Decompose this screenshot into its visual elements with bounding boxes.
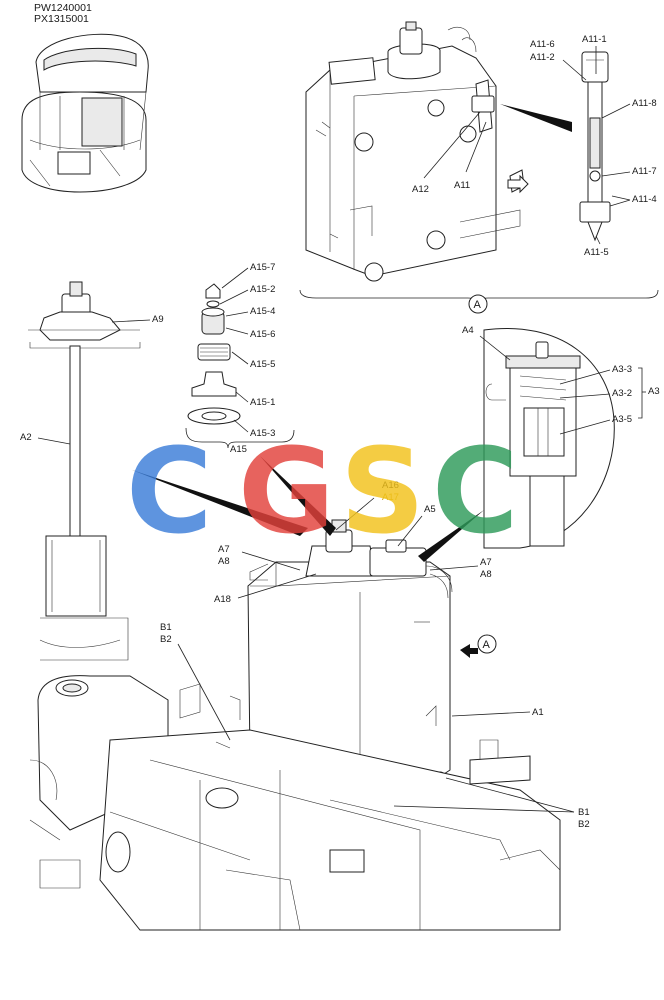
watermark-letter-c2: C — [432, 422, 519, 560]
label-B2-top: B2 — [160, 634, 172, 645]
sight-gauge-assembly: A11-6 A11-2 A11-1 A11-8 A11-7 A11-4 A11-… — [530, 34, 657, 258]
label-A16: A16 — [382, 480, 399, 491]
detail-circle-A3: A4 A3-3 A3-2 A3-5 A3 — [462, 325, 660, 549]
label-A3-3: A3-3 — [612, 364, 632, 375]
label-A15-1: A15-1 — [250, 397, 275, 408]
label-A15: A15 — [230, 444, 247, 455]
label-A15-6: A15-6 — [250, 329, 275, 340]
filler-cap-assembly: A15-7 A15-2 A15-4 A15-6 A15-5 A15-1 A15-… — [185, 262, 295, 455]
label-B1-bottom: B1 — [578, 807, 590, 818]
watermark-logo: C G S C — [126, 422, 519, 560]
label-A15-2: A15-2 — [250, 284, 275, 295]
label-A11-4: A11-4 — [632, 194, 657, 205]
label-A11-1: A11-1 — [582, 34, 607, 45]
label-A1: A1 — [532, 707, 544, 718]
detail-marker-A: A — [474, 299, 482, 311]
label-A3-5: A3-5 — [612, 414, 632, 425]
label-A15-3: A15-3 — [250, 428, 275, 439]
label-B2-bottom: B2 — [578, 819, 590, 830]
watermark-letter-s: S — [340, 422, 425, 560]
pointer-wedge-1 — [132, 470, 308, 536]
label-A9: A9 — [152, 314, 164, 325]
pointer-wedge-2 — [260, 456, 336, 536]
frame-chassis: B1 B2 B1 B2 — [29, 622, 590, 931]
label-A11-2: A11-2 — [530, 52, 555, 63]
label-A15-4: A15-4 — [250, 306, 275, 317]
label-A15-5: A15-5 — [250, 359, 275, 370]
label-A3: A3 — [648, 386, 660, 397]
label-A15-7: A15-7 — [250, 262, 275, 273]
drawing-code-1: PW1240001 — [34, 2, 92, 14]
pointer-wedge-3 — [418, 510, 484, 562]
label-A4: A4 — [462, 325, 474, 336]
label-A11-8: A11-8 — [632, 98, 657, 109]
label-A5: A5 — [424, 504, 436, 515]
label-A7-left: A7 — [218, 544, 230, 555]
label-A8-left: A8 — [218, 556, 230, 567]
label-B1-top: B1 — [160, 622, 172, 633]
drawing-code-2: PX1315001 — [34, 13, 89, 25]
label-A18: A18 — [214, 594, 231, 605]
watermark-letter-g: G — [238, 422, 335, 560]
label-A8-right: A8 — [480, 569, 492, 580]
detail-tank-view: A12 A11 A — [299, 21, 659, 314]
label-A2: A2 — [20, 432, 32, 443]
label-A17: A17 — [382, 492, 399, 503]
label-A11-5: A11-5 — [584, 247, 609, 258]
label-A11-6: A11-6 — [530, 39, 555, 50]
view-marker-A: A — [483, 639, 491, 651]
level-gauge-section: A9 A2 — [20, 281, 164, 661]
label-A3-2: A3-2 — [612, 388, 632, 399]
watermark-letter-c1: C — [126, 422, 213, 560]
label-A12: A12 — [412, 184, 429, 195]
label-A7-right: A7 — [480, 557, 492, 568]
label-A11-7: A11-7 — [632, 166, 657, 177]
machine-thumbnail — [21, 33, 149, 193]
label-A11: A11 — [454, 180, 470, 191]
